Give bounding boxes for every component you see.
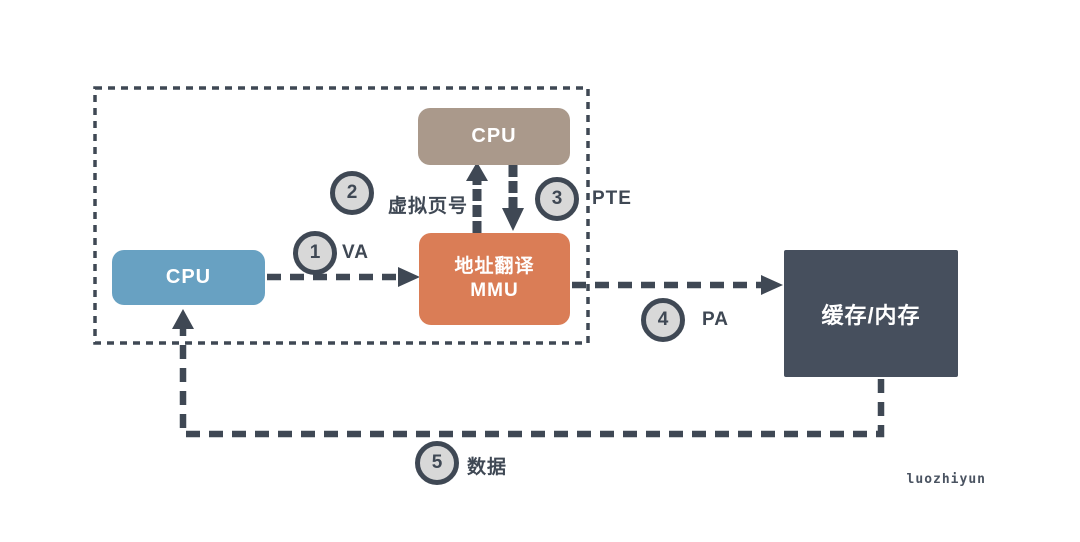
step-5-badge: 5 [415, 441, 459, 485]
memory-node: 缓存/内存 [784, 250, 958, 377]
cpu-top-label: CPU [471, 125, 517, 147]
memory-label: 缓存/内存 [821, 302, 921, 328]
step-5-label: 数据 [467, 457, 508, 478]
arrowhead-down-icon [502, 208, 524, 231]
mmu-label-line2: MMU [470, 280, 519, 301]
mmu-node: 地址翻译 MMU [419, 233, 570, 325]
step-1-badge: 1 [293, 231, 337, 275]
step-4-badge: 4 [641, 298, 685, 342]
arrow-pte-down [502, 165, 524, 231]
watermark: luozhiyun [906, 472, 986, 487]
arrow-data-return [172, 309, 885, 438]
cpu-left-label: CPU [165, 266, 212, 288]
step-4-label: PA [702, 309, 729, 330]
mmu-label-line1: 地址翻译 [454, 256, 535, 277]
step-1-label: VA [342, 242, 369, 263]
system-boundary-box [93, 86, 590, 345]
cpu-left-node: CPU [112, 250, 265, 305]
step-2-label: 虚拟页号 [388, 196, 469, 217]
arrowhead-right-icon [398, 267, 420, 287]
arrowhead-right-icon [761, 275, 783, 295]
step-3-label: PTE [592, 188, 632, 209]
arrow-va [267, 267, 420, 287]
step-3-badge: 3 [535, 177, 579, 221]
arrowhead-up-icon [466, 162, 488, 181]
arrow-virtual-page-up [466, 162, 488, 233]
step-2-badge: 2 [330, 171, 374, 215]
arrow-pa [572, 275, 783, 295]
arrowhead-up-icon [172, 309, 194, 329]
cpu-top-node: CPU [418, 108, 570, 165]
